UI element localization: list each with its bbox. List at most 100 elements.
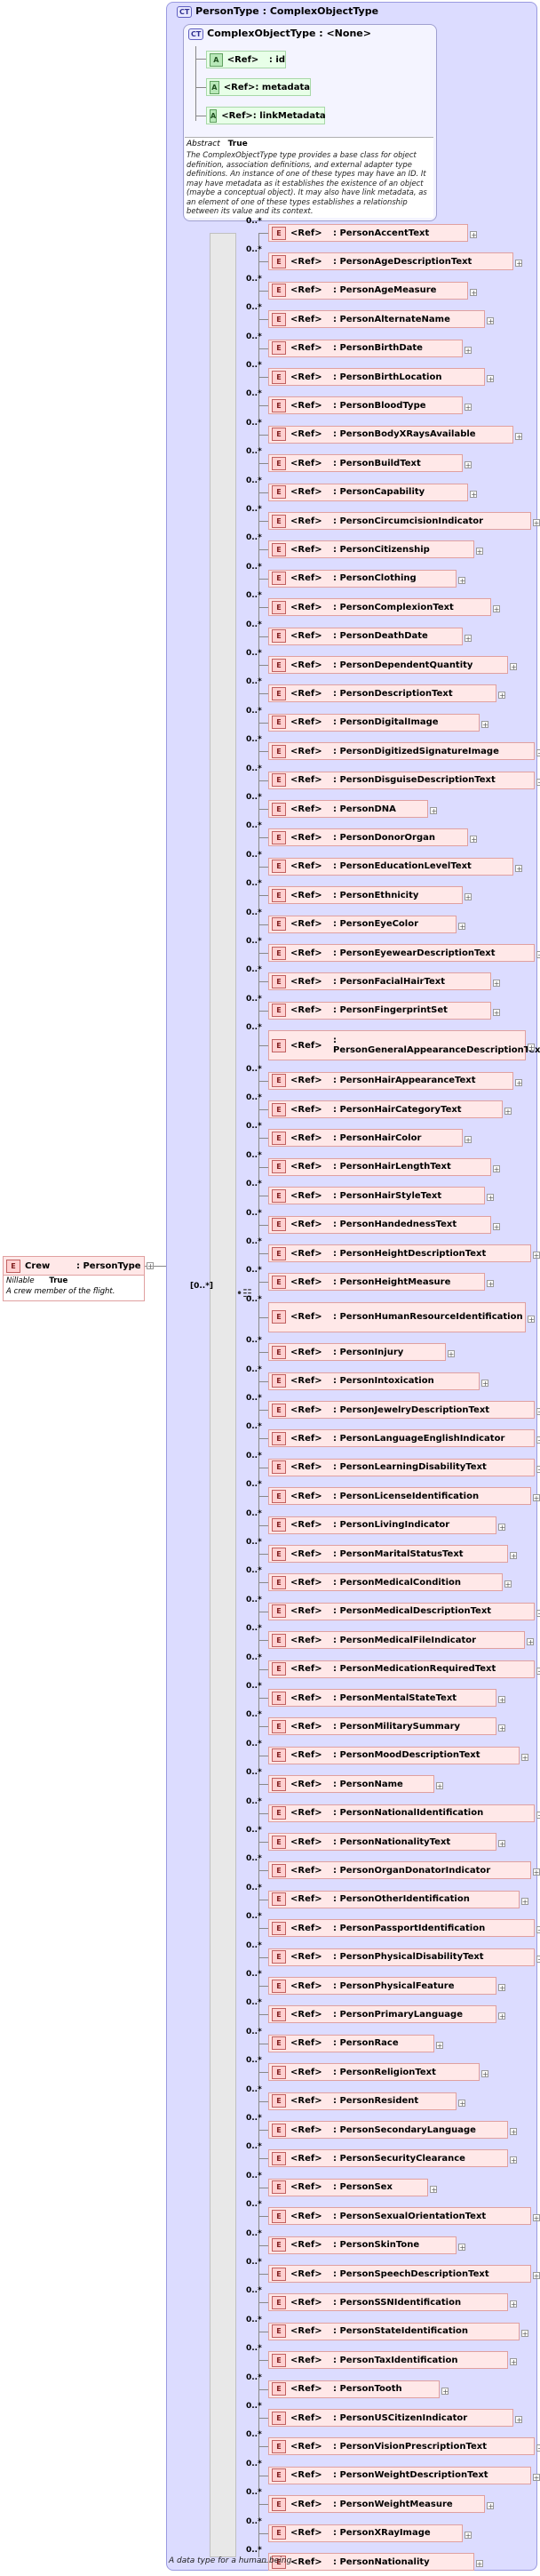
element-expand-icon[interactable]: + [532, 1494, 540, 1503]
element-ref-row[interactable]: E<Ref>: PersonOrganDonatorIndicator [268, 1861, 531, 1880]
element-expand-icon[interactable]: + [510, 2300, 517, 2309]
element-ref-row[interactable]: E<Ref>: PersonDigitalImage [268, 713, 480, 732]
element-expand-icon[interactable]: + [528, 1315, 535, 1324]
element-ref-row[interactable]: E<Ref>: PersonAgeDescriptionText [268, 252, 514, 271]
element-expand-icon[interactable]: + [470, 490, 478, 499]
element-ref-row[interactable]: E<Ref>: PersonDigitizedSignatureImage [268, 742, 535, 761]
element-expand-icon[interactable]: + [492, 1222, 500, 1231]
element-expand-icon[interactable]: + [487, 317, 495, 326]
element-ref-row[interactable]: E<Ref>: PersonEyeColor [268, 915, 457, 933]
element-ref-row[interactable]: E<Ref>: PersonDescriptionText [268, 684, 497, 703]
element-ref-row[interactable]: E<Ref>: PersonHairLengthText [268, 1157, 491, 1176]
element-ref-row[interactable]: E<Ref>: PersonBirthDate [268, 339, 463, 357]
element-ref-row[interactable]: E<Ref>: PersonBirthLocation [268, 368, 486, 386]
element-ref-row[interactable]: E<Ref>: PersonSecondaryLanguage [268, 2121, 508, 2139]
element-expand-icon[interactable]: + [430, 2185, 438, 2194]
element-ref-row[interactable]: E<Ref>: PersonDonorOrgan [268, 828, 469, 847]
attribute-link-metadata[interactable]: A <Ref> : linkMetadata [206, 107, 326, 124]
element-ref-row[interactable]: E<Ref>: PersonHairColor [268, 1129, 463, 1148]
attribute-id[interactable]: A <Ref> : id [206, 51, 286, 68]
element-ref-row[interactable]: E<Ref>: PersonMilitarySummary [268, 1717, 497, 1736]
element-expand-icon[interactable]: + [536, 1926, 540, 1934]
element-ref-row[interactable]: E<Ref>: PersonCapability [268, 483, 469, 501]
element-expand-icon[interactable]: + [515, 260, 523, 268]
element-ref-row[interactable]: E<Ref>: PersonSkinTone [268, 2236, 457, 2254]
element-ref-row[interactable]: E<Ref>: PersonPrimaryLanguage [268, 2005, 497, 2024]
element-expand-icon[interactable]: + [464, 461, 472, 470]
element-ref-row[interactable]: E<Ref>: PersonMedicalFileIndicator [268, 1631, 526, 1650]
element-ref-row[interactable]: E<Ref>: PersonLanguageEnglishIndicator [268, 1429, 535, 1448]
element-ref-row[interactable]: E<Ref>: PersonDependentQuantity [268, 656, 508, 674]
element-expand-icon[interactable]: + [515, 2416, 523, 2424]
element-expand-icon[interactable]: + [536, 1811, 540, 1819]
element-ref-row[interactable]: E<Ref>: PersonName [268, 1775, 434, 1794]
element-expand-icon[interactable]: + [441, 2387, 449, 2396]
crew-expand-icon[interactable]: + [147, 1262, 154, 1270]
element-ref-row[interactable]: E<Ref>: PersonHairCategoryText [268, 1100, 503, 1118]
element-ref-row[interactable]: E<Ref>: PersonJewelryDescriptionText [268, 1401, 535, 1419]
element-ref-row[interactable]: E<Ref>: PersonDisguiseDescriptionText [268, 771, 535, 789]
element-ref-row[interactable]: E<Ref>: PersonBuildText [268, 454, 463, 473]
element-ref-row[interactable]: E<Ref>: PersonResident [268, 2092, 457, 2110]
element-ref-row[interactable]: E<Ref>: PersonEducationLevelText [268, 857, 514, 876]
element-ref-row[interactable]: E<Ref>: PersonMedicalCondition [268, 1573, 503, 1592]
element-expand-icon[interactable]: + [532, 1252, 540, 1260]
element-expand-icon[interactable]: + [515, 1078, 523, 1087]
element-expand-icon[interactable]: + [458, 2099, 466, 2108]
element-ref-row[interactable]: E<Ref>: PersonInjury [268, 1343, 446, 1362]
element-expand-icon[interactable]: + [510, 2128, 517, 2136]
element-expand-icon[interactable]: + [536, 1667, 540, 1675]
element-ref-row[interactable]: E<Ref>: PersonUSCitizenIndicator [268, 2409, 514, 2427]
element-ref-row[interactable]: E<Ref>: PersonAgeMeasure [268, 281, 469, 300]
element-expand-icon[interactable]: + [536, 778, 540, 786]
element-ref-row[interactable]: E<Ref>: PersonHeightDescriptionText [268, 1244, 531, 1262]
element-expand-icon[interactable]: + [470, 288, 478, 297]
element-ref-row[interactable]: E<Ref>: PersonMedicationRequiredText [268, 1660, 535, 1678]
element-ref-row[interactable]: E<Ref>: PersonPhysicalFeature [268, 1977, 497, 1995]
element-expand-icon[interactable]: + [470, 231, 478, 239]
element-ref-row[interactable]: E<Ref>: PersonWeightDescriptionText [268, 2466, 531, 2484]
element-ref-row[interactable]: E<Ref>: PersonBodyXRaysAvailable [268, 425, 514, 444]
element-ref-row[interactable]: E<Ref>: PersonVisionPrescriptionText [268, 2437, 535, 2456]
element-ref-row[interactable]: E<Ref>: PersonClothing [268, 569, 457, 588]
element-expand-icon[interactable]: + [464, 634, 472, 643]
element-ref-row[interactable]: E<Ref>: PersonWeightMeasure [268, 2495, 486, 2514]
element-expand-icon[interactable]: + [492, 1164, 500, 1173]
element-ref-row[interactable]: E<Ref>: PersonHairAppearanceText [268, 1071, 514, 1090]
element-expand-icon[interactable]: + [487, 1280, 495, 1289]
element-expand-icon[interactable]: + [532, 2272, 540, 2280]
choice-compositor-icon[interactable]: •☷ [236, 1287, 252, 1300]
element-ref-row[interactable]: E<Ref>: PersonStateIdentification [268, 2322, 520, 2340]
element-ref-row[interactable]: E<Ref>: PersonSecurityClearance [268, 2149, 508, 2168]
element-ref-row[interactable]: E<Ref>: PersonDeathDate [268, 627, 463, 645]
element-ref-row[interactable]: E<Ref>: PersonHandednessText [268, 1215, 491, 1234]
element-expand-icon[interactable]: + [470, 836, 478, 844]
element-ref-row[interactable]: E<Ref>: PersonTooth [268, 2380, 441, 2398]
element-expand-icon[interactable]: + [527, 1638, 535, 1647]
element-ref-row[interactable]: E<Ref>: PersonLearningDisabilityText [268, 1458, 535, 1476]
element-ref-row[interactable]: E<Ref>: PersonNationalityText [268, 1833, 497, 1851]
element-ref-row[interactable]: E<Ref>: PersonCircumcisionIndicator [268, 512, 531, 530]
element-expand-icon[interactable]: + [464, 1136, 472, 1145]
element-ref-row[interactable]: E<Ref>: PersonMentalStateText [268, 1689, 497, 1707]
element-expand-icon[interactable]: + [536, 1408, 540, 1416]
element-ref-row[interactable]: E<Ref>: PersonNationality [268, 2553, 474, 2571]
element-ref-row[interactable]: E<Ref>: PersonHumanResourceIdentificatio… [268, 1301, 526, 1332]
element-expand-icon[interactable]: + [435, 1782, 443, 1791]
element-ref-row[interactable]: E<Ref>: PersonHeightMeasure [268, 1273, 486, 1292]
element-expand-icon[interactable]: + [536, 1609, 540, 1617]
element-expand-icon[interactable]: + [464, 2531, 472, 2540]
element-ref-row[interactable]: E<Ref>: PersonMoodDescriptionText [268, 1746, 520, 1764]
element-ref-row[interactable]: E<Ref>: PersonAccentText [268, 224, 469, 242]
element-expand-icon[interactable]: + [536, 2444, 540, 2452]
element-ref-row[interactable]: E<Ref>: PersonFingerprintSet [268, 1001, 491, 1020]
element-ref-row[interactable]: E<Ref>: PersonEthnicity [268, 886, 463, 905]
element-expand-icon[interactable]: + [510, 2156, 517, 2165]
element-expand-icon[interactable]: + [536, 1955, 540, 1963]
element-ref-row[interactable]: E<Ref>: PersonIntoxication [268, 1372, 480, 1390]
element-expand-icon[interactable]: + [492, 1008, 500, 1017]
element-ref-row[interactable]: E<Ref>: PersonGeneralAppearanceDescripti… [268, 1030, 540, 1061]
element-expand-icon[interactable]: + [520, 1753, 528, 1762]
element-expand-icon[interactable]: + [504, 1580, 512, 1589]
element-expand-icon[interactable]: + [487, 1194, 495, 1203]
